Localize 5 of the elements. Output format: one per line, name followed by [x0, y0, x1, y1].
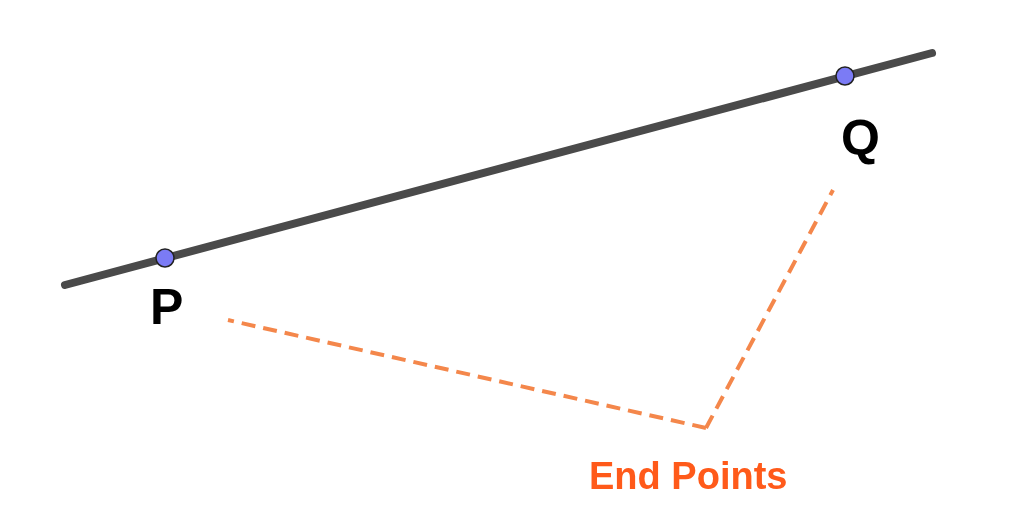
- leader-line: [227, 318, 707, 430]
- point-label: P: [150, 282, 184, 332]
- callout-label: End Points: [589, 457, 788, 495]
- leader-line: [704, 189, 835, 429]
- point-label: Q: [841, 113, 880, 163]
